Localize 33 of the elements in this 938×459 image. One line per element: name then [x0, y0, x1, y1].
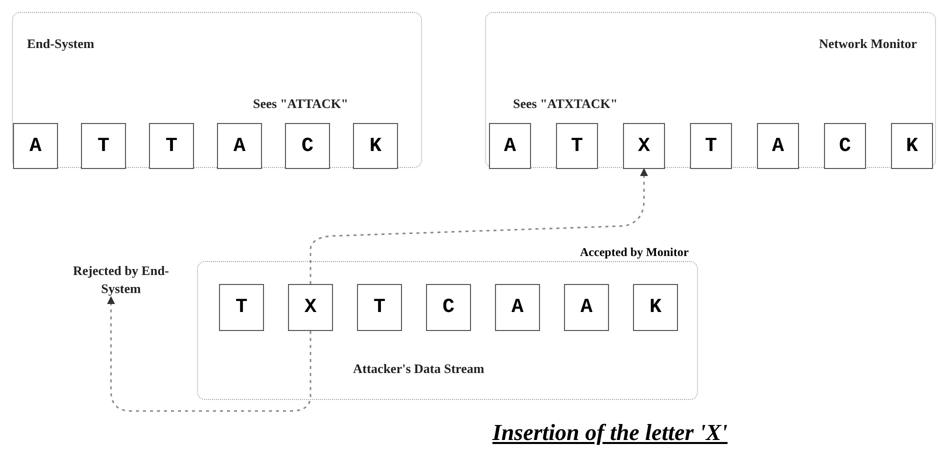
panel-title: End-System	[27, 36, 94, 52]
letter-box: T	[690, 123, 732, 169]
dashed-arrow	[107, 296, 312, 412]
letter-box: T	[357, 284, 402, 331]
letter-box: A	[13, 123, 58, 169]
panel-title: Network Monitor	[819, 36, 917, 52]
panel-title: Attacker's Data Stream	[353, 361, 484, 377]
letter-box: A	[495, 284, 540, 331]
letter-box: C	[824, 123, 866, 169]
letter-box: K	[633, 284, 678, 331]
letter-box: K	[353, 123, 398, 169]
letter-box: A	[564, 284, 609, 331]
letter-box: T	[219, 284, 264, 331]
letter-box: X	[288, 284, 333, 331]
letter-box: C	[426, 284, 471, 331]
system-panel	[485, 12, 936, 168]
system-panel	[197, 261, 698, 400]
letter-box: T	[81, 123, 126, 169]
letter-box: K	[891, 123, 933, 169]
annotation-text: Rejected by End-System	[62, 262, 180, 298]
system-panel	[12, 12, 422, 168]
letter-box: X	[623, 123, 665, 169]
letter-box: A	[217, 123, 262, 169]
panel-caption: Sees "ATXTACK"	[513, 96, 618, 112]
letter-box: C	[285, 123, 330, 169]
letter-box: T	[556, 123, 598, 169]
letter-box: T	[149, 123, 194, 169]
dashed-arrow	[310, 168, 648, 284]
caption: Insertion of the letter 'X'	[491, 420, 729, 446]
panel-caption: Sees "ATTACK"	[253, 96, 348, 112]
letter-box: A	[489, 123, 531, 169]
edge-label: Accepted by Monitor	[580, 245, 689, 260]
letter-box: A	[757, 123, 799, 169]
